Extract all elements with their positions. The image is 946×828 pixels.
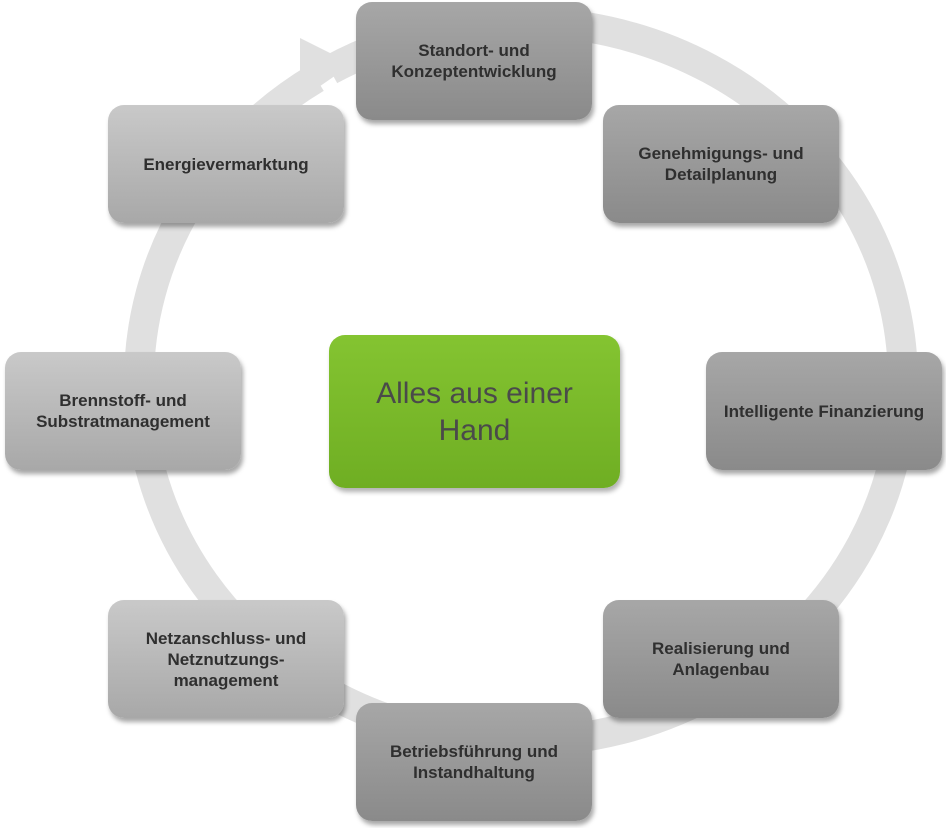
step-intelligente-finanzierung: Intelligente Finanzierung (706, 352, 942, 470)
step-label: Intelligente Finanzierung (723, 401, 925, 421)
step-genehmigungs-detailplanung: Genehmigungs- und Detailplanung (603, 105, 839, 223)
step-realisierung-anlagenbau: Realisierung und Anlagenbau (603, 600, 839, 718)
step-label: Realisierung und Anlagenbau (652, 639, 790, 679)
step-standort-konzeptentwicklung: Standort- und Konzeptentwicklung (356, 2, 592, 120)
step-energievermarktung: Energievermarktung (108, 105, 344, 223)
step-label: Standort- und Konzeptentwicklung (391, 41, 557, 81)
step-label: Netzanschluss- und Netznutzungs-manageme… (145, 628, 307, 690)
step-label: Betriebsführung und Instandhaltung (389, 742, 559, 782)
cycle-arrowhead (300, 38, 352, 100)
center-label: Alles aus einer Hand (376, 376, 573, 447)
step-netzanschluss-netznutzung: Netzanschluss- und Netznutzungs-manageme… (108, 600, 344, 718)
step-betriebsfuehrung-instandhaltung: Betriebsführung und Instandhaltung (356, 703, 592, 821)
center-hub: Alles aus einer Hand (329, 335, 620, 488)
step-brennstoff-substratmanagement: Brennstoff- und Substratmanagement (5, 352, 241, 470)
step-label: Energievermarktung (143, 154, 309, 174)
step-label: Brennstoff- und Substratmanagement (36, 391, 210, 431)
step-label: Genehmigungs- und Detailplanung (638, 144, 804, 184)
